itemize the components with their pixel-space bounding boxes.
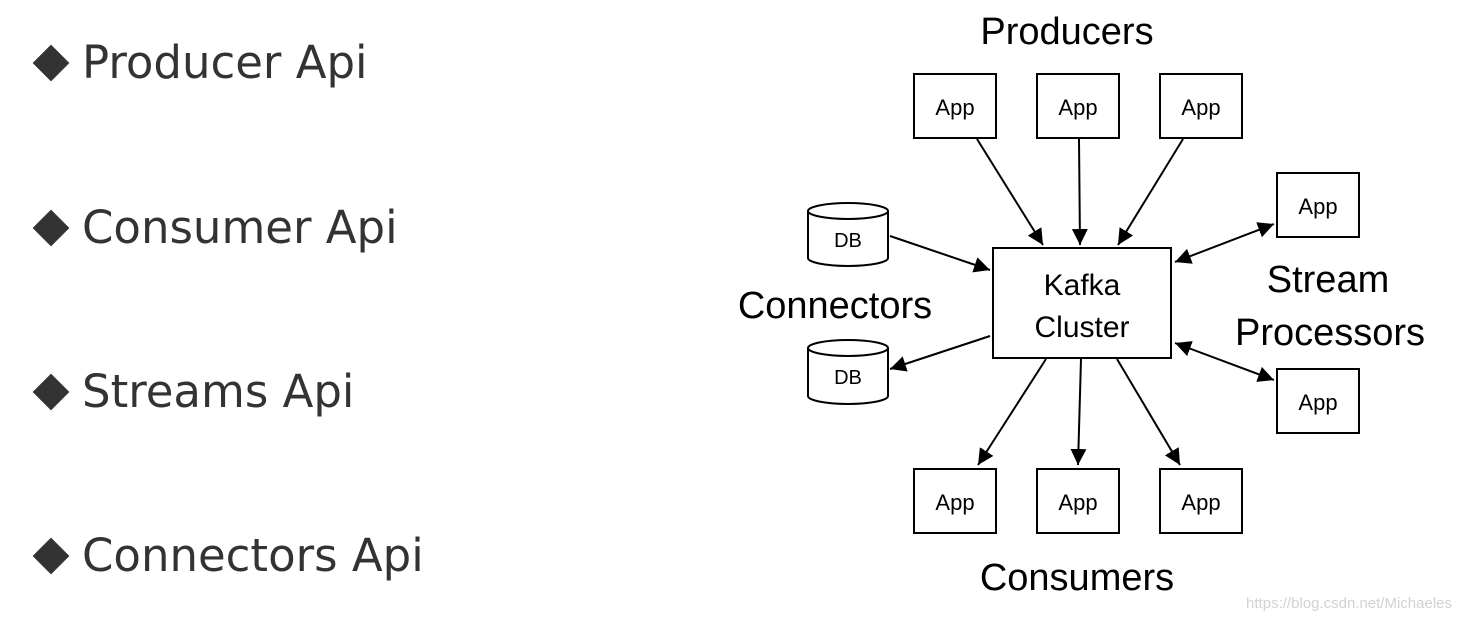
producers-label: Producers <box>980 11 1153 53</box>
api-item-label: Producer Api <box>82 36 368 89</box>
app-label: App <box>1181 490 1220 515</box>
cluster-label-line2: Cluster <box>1034 311 1129 344</box>
app-label: App <box>1181 95 1220 120</box>
arrow-producer-3-to-cluster <box>1117 138 1184 246</box>
diamond-bullet-icon <box>32 209 70 246</box>
api-item-label: Connectors Api <box>82 529 424 582</box>
arrow-producer-1-to-cluster <box>976 138 1044 246</box>
app-label: App <box>1298 390 1337 415</box>
consumer-app-box-1: App <box>913 468 997 534</box>
diamond-bullet-icon <box>32 537 70 574</box>
cluster-label-line1: Kafka <box>1044 269 1121 302</box>
diamond-bullet-icon <box>32 44 70 81</box>
db-cylinder-bottom: DB <box>807 339 889 405</box>
consumers-label: Consumers <box>980 557 1174 599</box>
db-label: DB <box>834 367 862 389</box>
arrow-db-top-to-cluster <box>889 235 991 273</box>
arrow-cluster-to-consumer-2 <box>1070 358 1087 466</box>
arrow-cluster-stream-processor-1 <box>1174 222 1275 264</box>
api-list: Producer Api Consumer Api Streams Api Co… <box>28 0 668 620</box>
api-item-consumer: Consumer Api <box>28 205 398 250</box>
kafka-architecture-diagram: Producers Consumers Connectors Stream Pr… <box>705 0 1462 620</box>
producer-app-box-2: App <box>1036 73 1120 139</box>
producer-app-box-1: App <box>913 73 997 139</box>
connectors-label: Connectors <box>738 285 932 327</box>
stream-processor-app-box-2: App <box>1276 368 1360 434</box>
arrow-producer-2-to-cluster <box>1071 138 1088 246</box>
producer-app-box-3: App <box>1159 73 1243 139</box>
consumer-app-box-3: App <box>1159 468 1243 534</box>
api-item-producer: Producer Api <box>28 40 368 85</box>
kafka-cluster-box: Kafka Cluster <box>992 247 1172 359</box>
arrows <box>889 138 1275 466</box>
api-item-label: Consumer Api <box>82 201 398 254</box>
arrow-cluster-to-db-bottom <box>889 335 991 372</box>
app-label: App <box>1058 95 1097 120</box>
db-label: DB <box>834 230 862 252</box>
api-item-connectors: Connectors Api <box>28 533 424 578</box>
arrow-cluster-to-consumer-1 <box>977 358 1047 466</box>
app-label: App <box>935 490 974 515</box>
arrow-cluster-to-consumer-3 <box>1116 358 1181 466</box>
stream-processor-app-box-1: App <box>1276 172 1360 238</box>
app-label: App <box>1058 490 1097 515</box>
diagram-svg: Producers Consumers Connectors Stream Pr… <box>738 11 1425 599</box>
stream-processors-label-line1: Stream <box>1267 259 1389 301</box>
api-item-streams: Streams Api <box>28 369 354 414</box>
diamond-bullet-icon <box>32 373 70 410</box>
api-item-label: Streams Api <box>82 365 355 418</box>
app-label: App <box>935 95 974 120</box>
arrow-cluster-stream-processor-2 <box>1174 341 1275 382</box>
watermark-url: https://blog.csdn.net/Michaeles <box>1246 595 1452 612</box>
db-cylinder-top: DB <box>807 202 889 267</box>
app-label: App <box>1298 194 1337 219</box>
stream-processors-label-line2: Processors <box>1235 312 1425 354</box>
consumer-app-box-2: App <box>1036 468 1120 534</box>
